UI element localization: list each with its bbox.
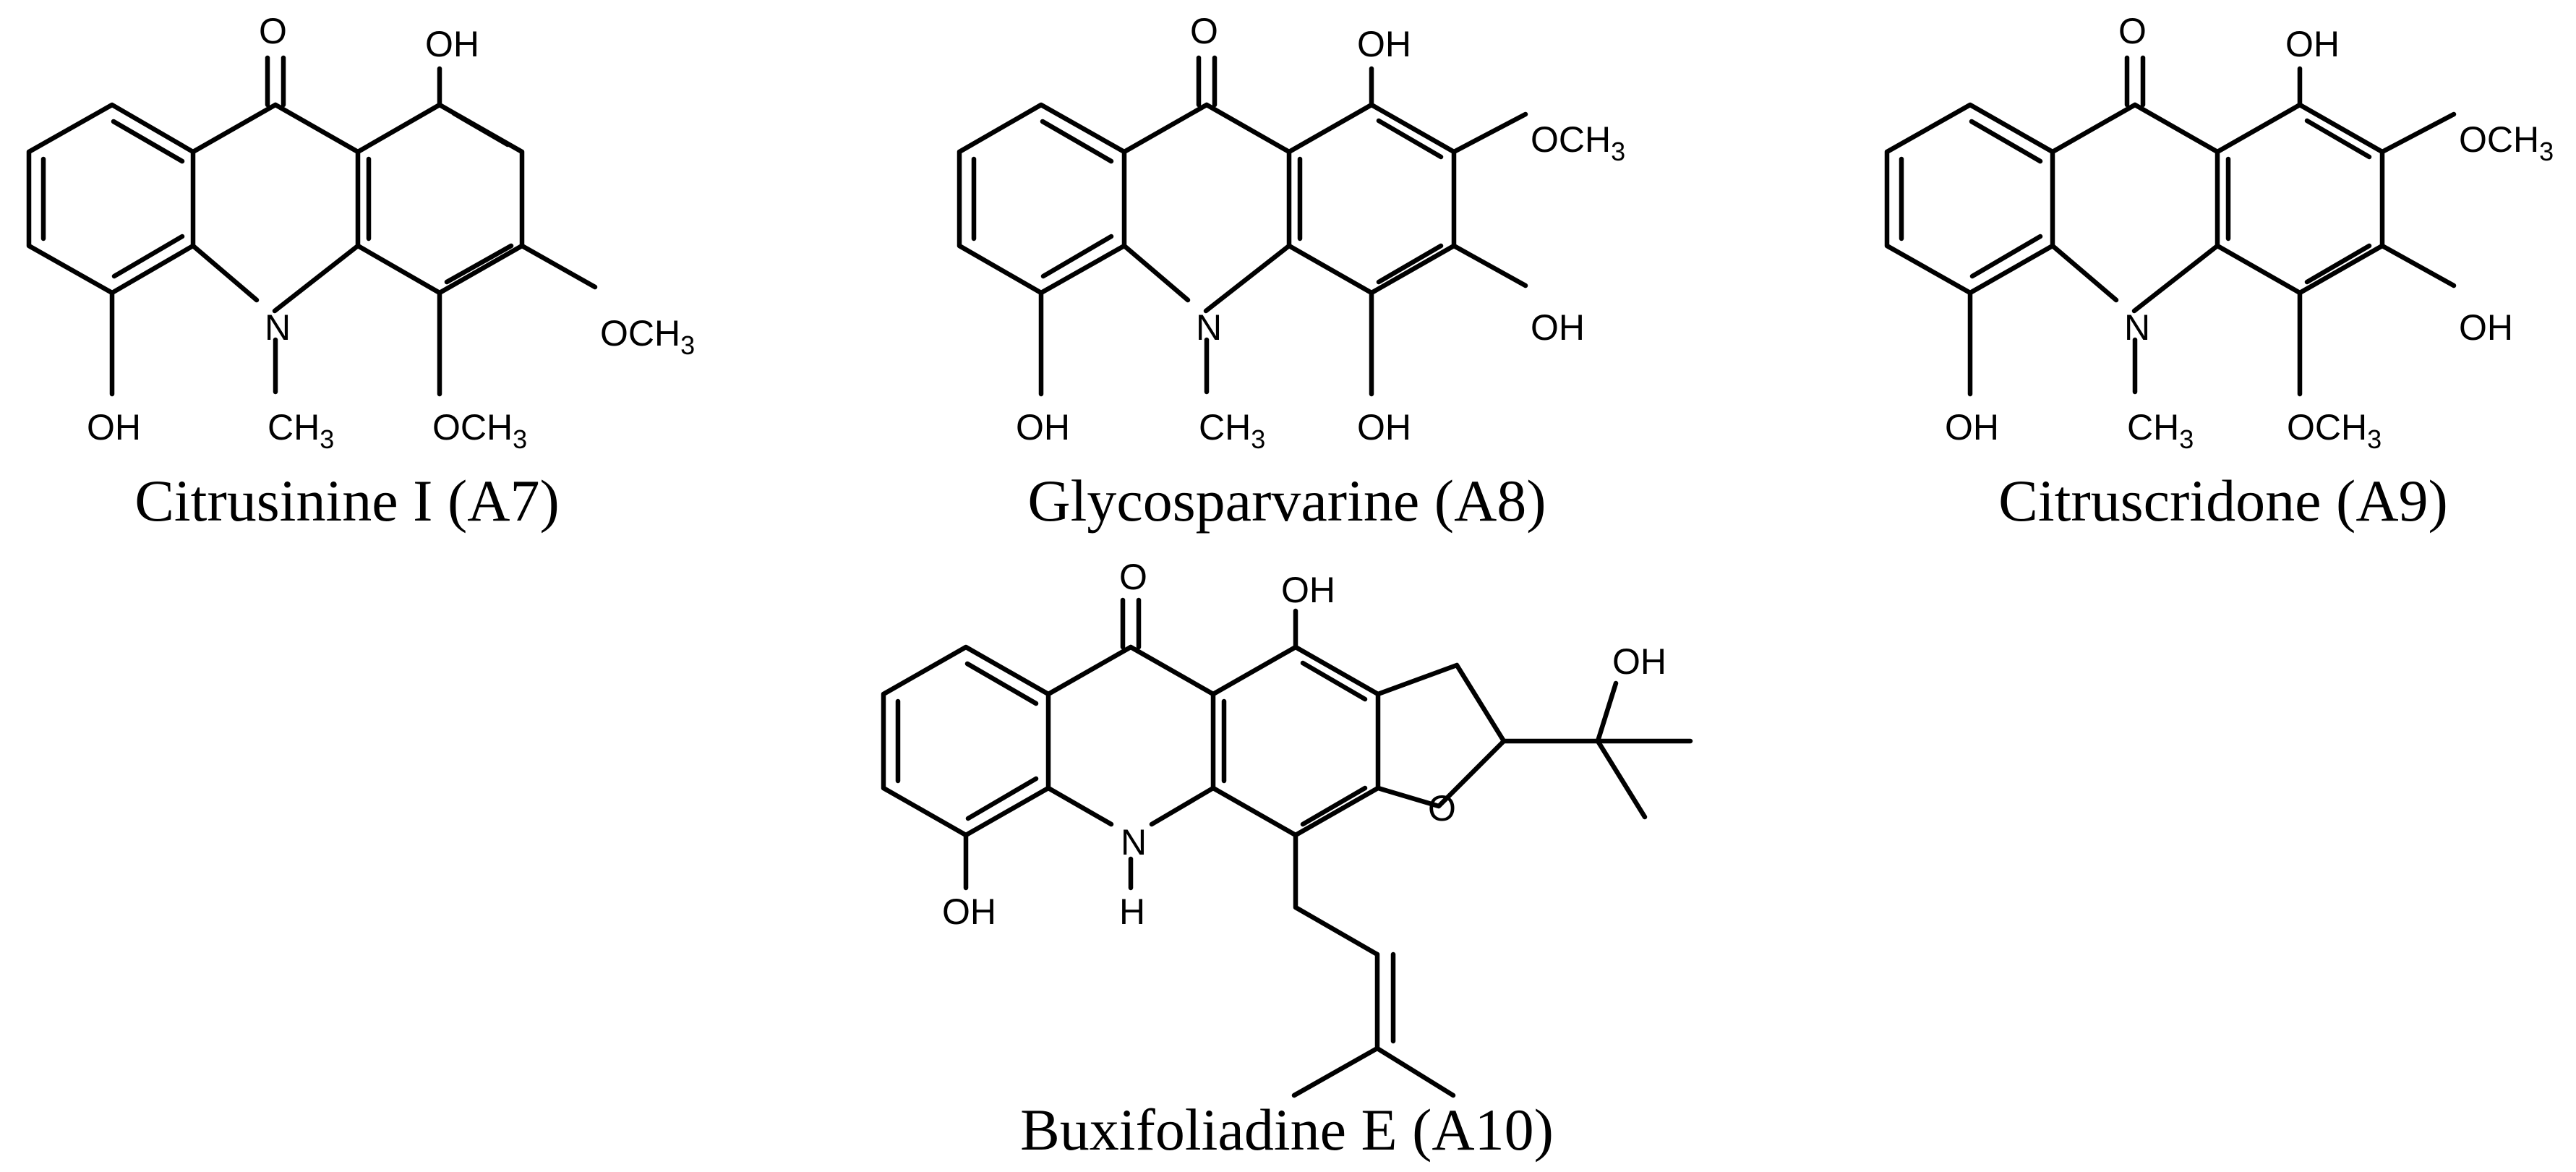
caption-a9: Citruscridone (A9) — [1998, 468, 2448, 534]
keto-oxygen-label: O — [259, 11, 287, 51]
hydroxyl-label-side-chain: OH — [1612, 641, 1666, 682]
atom-labels-a7: O OH OCH3 OCH3 CH3 N OH — [87, 11, 695, 454]
hydroxyl-label-left: OH — [942, 891, 996, 932]
n-methyl-label: CH3 — [2127, 407, 2194, 454]
bonds-a7 — [26, 55, 598, 397]
hydroxyl-label-top: OH — [2285, 24, 2340, 64]
n-hydrogen-label: H — [1119, 891, 1145, 932]
hydroxyl-label-right: OH — [1531, 307, 1585, 348]
bonds-a10 — [881, 597, 1693, 1098]
hydroxyl-label-left: OH — [1016, 407, 1070, 448]
atom-labels-a9: O OH OCH3 OH OCH3 CH3 N OH — [1945, 11, 2554, 454]
atom-labels-a8: O OH OCH3 OH OH CH3 N OH — [1016, 11, 1625, 454]
methoxy-label-bottom: OCH3 — [432, 407, 527, 454]
hydroxyl-label-left: OH — [87, 407, 141, 448]
nitrogen-label: N — [1196, 307, 1222, 348]
nitrogen-label: N — [1121, 822, 1147, 863]
keto-oxygen-label: O — [1119, 557, 1147, 597]
caption-a10: Buxifoliadine E (A10) — [1020, 1097, 1554, 1163]
n-methyl-label: CH3 — [1199, 407, 1265, 454]
molecule-a8: O OH OCH3 OH OH CH3 N OH Glycosparvarine… — [957, 11, 1625, 534]
methoxy-label-bottom: OCH3 — [2287, 407, 2382, 454]
methoxy-label-right: OCH3 — [1531, 119, 1625, 166]
hydroxyl-label-top: OH — [1281, 570, 1335, 610]
keto-oxygen-label: O — [1190, 11, 1218, 51]
methoxy-label-right: OCH3 — [600, 313, 695, 360]
bonds-a8 — [957, 55, 1528, 397]
caption-a7: Citrusinine I (A7) — [134, 468, 560, 534]
furan-oxygen-label: O — [1428, 788, 1456, 829]
nitrogen-label: N — [2124, 307, 2150, 348]
bonds-a9 — [1884, 55, 2457, 397]
keto-oxygen-label: O — [2118, 11, 2147, 51]
hydroxyl-label-top: OH — [425, 24, 479, 64]
molecule-a10: O OH OH O N H OH Buxifoliadine E (A10) — [881, 557, 1693, 1163]
nitrogen-label: N — [265, 307, 291, 348]
hydroxyl-label-left: OH — [1945, 407, 1999, 448]
caption-a8: Glycosparvarine (A8) — [1027, 468, 1546, 534]
molecule-a7: O OH OCH3 OCH3 CH3 N OH Citrusinine I (A… — [26, 11, 695, 534]
molecule-a9: O OH OCH3 OH OCH3 CH3 N OH Citruscridone… — [1884, 11, 2554, 534]
hydroxyl-label-right: OH — [2459, 307, 2513, 348]
n-methyl-label: CH3 — [268, 407, 334, 454]
hydroxyl-label-top: OH — [1357, 24, 1411, 64]
atom-labels-a10: O OH OH O N H OH — [942, 557, 1666, 932]
hydroxyl-label-bottom: OH — [1357, 407, 1411, 448]
methoxy-label-right: OCH3 — [2459, 119, 2554, 166]
